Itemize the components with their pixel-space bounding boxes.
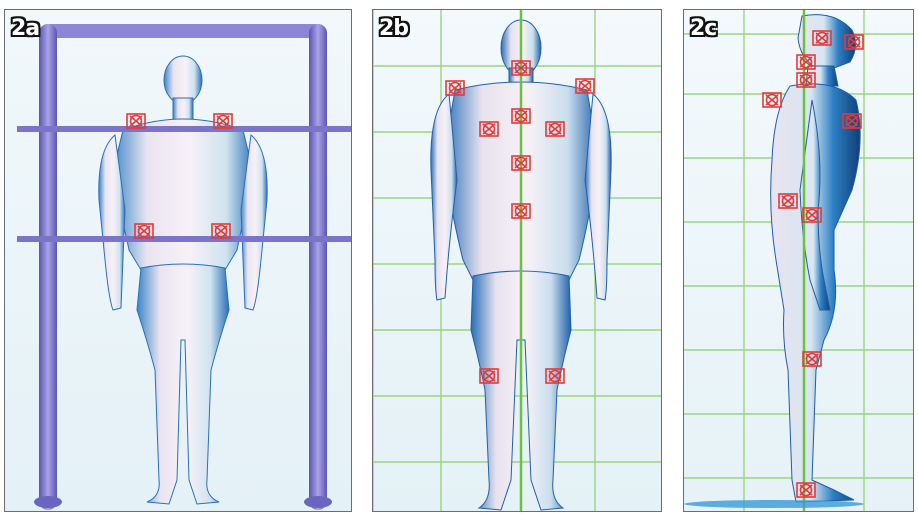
panel-2c: 2c <box>683 9 914 512</box>
panel-2b: 2b <box>372 9 662 512</box>
posture-figure-side-grid <box>684 10 914 512</box>
panel-2a: 2a <box>4 9 352 512</box>
frame-right-pole <box>309 24 327 510</box>
frame-top-bar <box>41 24 325 38</box>
frame-shoulder-bar <box>17 126 352 132</box>
panel-label-2c: 2c <box>690 18 716 40</box>
posture-figure-back-grid <box>373 10 662 512</box>
panel-label-2b: 2b <box>379 18 408 40</box>
panel-label-2a: 2a <box>11 18 39 40</box>
posture-figure-back-frame <box>5 10 352 512</box>
frame-left-pole <box>39 24 57 510</box>
frame-hip-bar <box>17 236 352 242</box>
